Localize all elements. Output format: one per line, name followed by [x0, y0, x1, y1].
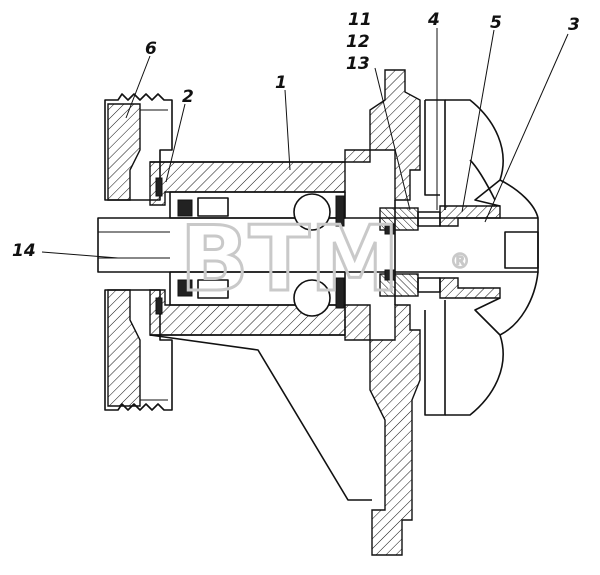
- leader-lines: [41, 28, 569, 259]
- watermark: BTM ®: [179, 206, 471, 314]
- circlip: [155, 177, 163, 315]
- callout-13: 13: [346, 54, 370, 74]
- callout-2: 2: [182, 87, 194, 107]
- callout-5: 5: [490, 13, 502, 33]
- callout-6: 6: [145, 39, 157, 59]
- seal-assembly: [379, 207, 441, 297]
- pump-body: [149, 69, 421, 556]
- callout-11: 11: [348, 10, 372, 30]
- callout-1: 1: [275, 73, 287, 93]
- callout-12: 12: [346, 32, 370, 52]
- watermark-text: BTM: [180, 207, 400, 312]
- pulley: [104, 93, 173, 411]
- bearing: [169, 191, 346, 317]
- callout-14: 14: [12, 241, 36, 261]
- watermark-registered: ®: [450, 249, 470, 273]
- callout-4: 4: [427, 10, 440, 30]
- callout-3: 3: [568, 15, 580, 35]
- impeller: [424, 99, 539, 416]
